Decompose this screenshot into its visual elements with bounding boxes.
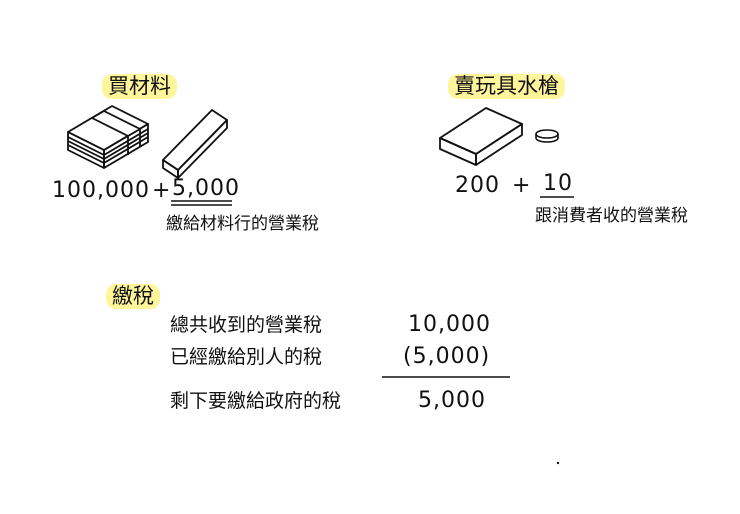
material-tax-note: 繳給材料行的營業稅 (166, 214, 319, 234)
right-plus-sign: + (512, 173, 532, 198)
sales-tax-note: 跟消費者收的營業稅 (535, 206, 688, 226)
toy-price: 200 (455, 173, 500, 198)
sell-water-gun-heading: 賣玩具水槍 (448, 74, 565, 99)
coin-icon (535, 129, 559, 143)
tax-row-value: 5,000 (418, 388, 486, 413)
material-slab-icon (162, 109, 228, 179)
tax-row-label: 剩下要繳給政府的稅 (170, 390, 342, 412)
material-tax: 5,000 (172, 176, 240, 201)
left-plus-sign: + (152, 178, 172, 203)
pay-tax-heading: 繳稅 (106, 284, 160, 309)
buy-materials-heading: 買材料 (102, 74, 177, 99)
material-cost: 100,000 (52, 178, 150, 203)
tax-row-label: 已經繳給別人的稅 (170, 346, 323, 368)
tax-row-label: 總共收到的營業稅 (170, 314, 323, 336)
sales-tax-collected: 10 (543, 171, 573, 196)
stray-dot (556, 461, 560, 465)
toy-water-gun-icon (439, 107, 523, 166)
money-stack-icon (67, 105, 149, 169)
tax-row-value: 10,000 (408, 312, 491, 337)
tax-row-value: (5,000) (403, 344, 491, 369)
